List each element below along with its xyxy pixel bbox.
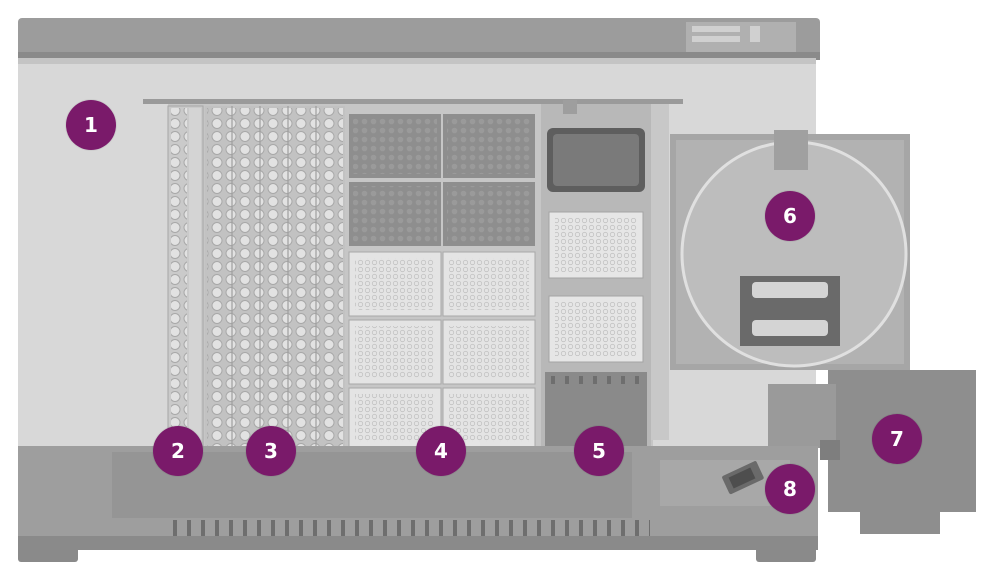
callout-1: 1 xyxy=(66,100,116,150)
callout-3: 3 xyxy=(246,426,296,476)
callout-4: 4 xyxy=(416,426,466,476)
callout-2: 2 xyxy=(153,426,203,476)
plate-grid xyxy=(348,114,536,449)
instrument-lid xyxy=(18,18,820,58)
callout-6: 6 xyxy=(765,191,815,241)
callout-7: 7 xyxy=(872,414,922,464)
callout-5: 5 xyxy=(574,426,624,476)
gripper-tool-shape xyxy=(722,461,764,495)
callout-8: 8 xyxy=(765,464,815,514)
deck-rail xyxy=(143,99,683,104)
